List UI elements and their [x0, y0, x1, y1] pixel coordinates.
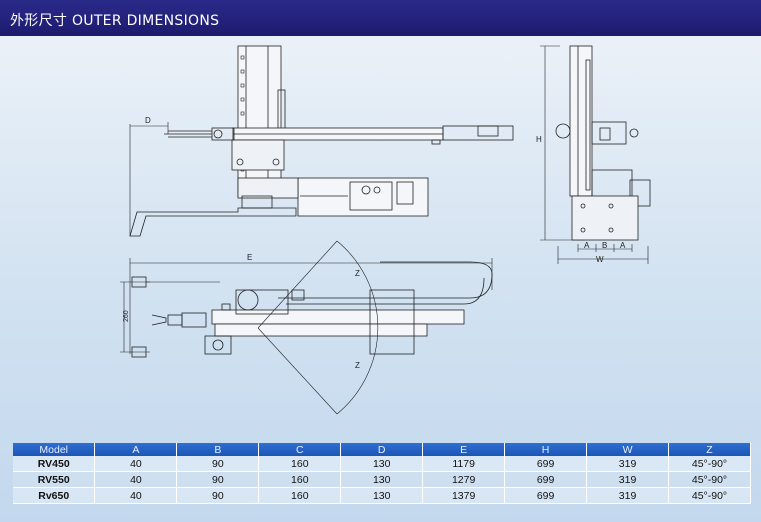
dim-label-b: B [602, 241, 607, 250]
cell-w: 319 [586, 471, 669, 488]
table-header-row: Model A B C D E H W Z [13, 443, 751, 456]
col-header-model: Model [13, 443, 96, 456]
cell-model: Rv650 [13, 487, 96, 504]
top-view [120, 240, 493, 415]
cell-c: 160 [258, 487, 342, 504]
col-header-w: W [586, 443, 669, 456]
col-header-b: B [176, 443, 260, 456]
cell-z: 45°-90° [668, 471, 751, 488]
cell-w: 319 [586, 487, 669, 504]
outer-dimensions-drawing: D E Z Z H W A B A 260 [120, 45, 651, 415]
cell-a: 40 [94, 487, 178, 504]
col-header-e: E [422, 443, 506, 456]
cell-h: 699 [504, 487, 588, 504]
cell-model: RV550 [13, 471, 96, 488]
col-header-a: A [94, 443, 178, 456]
cell-d: 130 [340, 471, 424, 488]
cell-c: 160 [258, 456, 342, 472]
dim-label-w: W [596, 255, 604, 264]
cell-a: 40 [94, 471, 178, 488]
side-view [540, 45, 651, 264]
table-row: RV450 40 90 160 130 1179 699 319 45°-90° [13, 456, 751, 472]
cell-h: 699 [504, 471, 588, 488]
cell-h: 699 [504, 456, 588, 472]
cell-a: 40 [94, 456, 178, 472]
cell-model: RV450 [13, 456, 96, 472]
col-header-c: C [258, 443, 342, 456]
dim-label-h: H [536, 135, 542, 144]
cell-b: 90 [176, 471, 260, 488]
cell-d: 130 [340, 487, 424, 504]
cell-b: 90 [176, 456, 260, 472]
dim-label-e: E [247, 253, 252, 262]
dim-label-z-top: Z [355, 269, 360, 278]
cell-e: 1179 [422, 456, 506, 472]
cell-c: 160 [258, 471, 342, 488]
cell-w: 319 [586, 456, 669, 472]
dimensions-table: Model A B C D E H W Z RV450 40 90 160 13… [13, 443, 751, 504]
col-header-d: D [340, 443, 424, 456]
col-header-z: Z [668, 443, 751, 456]
table-row: Rv650 40 90 160 130 1379 699 319 45°-90° [13, 487, 751, 504]
dim-label-a-right: A [620, 241, 626, 250]
dim-label-z-bottom: Z [355, 361, 360, 370]
cell-d: 130 [340, 456, 424, 472]
cell-e: 1279 [422, 471, 506, 488]
dim-label-d: D [145, 116, 151, 125]
cell-z: 45°-90° [668, 487, 751, 504]
page-title: 外形尺寸 OUTER DIMENSIONS [10, 13, 220, 29]
dim-label-a-left: A [584, 241, 590, 250]
col-header-h: H [504, 443, 588, 456]
dim-label-260: 260 [123, 310, 130, 322]
page-header: 外形尺寸 OUTER DIMENSIONS [0, 0, 761, 36]
cell-e: 1379 [422, 487, 506, 504]
cell-b: 90 [176, 487, 260, 504]
front-view [129, 45, 514, 237]
cell-z: 45°-90° [668, 456, 751, 472]
table-row: RV550 40 90 160 130 1279 699 319 45°-90° [13, 471, 751, 488]
